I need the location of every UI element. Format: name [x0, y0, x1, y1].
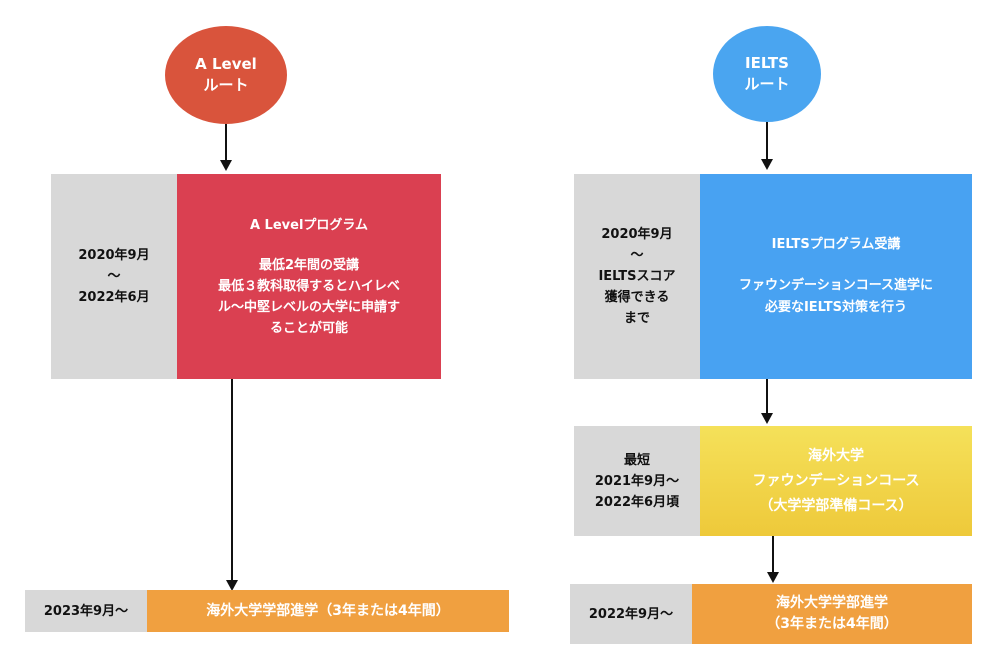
foundation-line: （大学学部準備コース）	[759, 497, 913, 514]
program-title: IELTSプログラム受講	[771, 237, 901, 252]
period-line: 2022年6月	[78, 290, 150, 305]
a-level-result-date: 2023年9月〜	[25, 590, 147, 632]
period-line: 最短	[623, 452, 650, 468]
a-level-program-box: A Levelプログラム 最低2年間の受講 最低３教科取得するとハイレベ ル〜中…	[177, 174, 441, 379]
program-desc-line: 必要なIELTS対策を行う	[764, 300, 908, 315]
period-line: 2020年9月	[78, 248, 150, 263]
a-level-route-title: A Level	[195, 55, 257, 73]
foundation-line: ファウンデーションコース	[752, 472, 920, 489]
result-date-text: 2022年9月〜	[588, 606, 674, 622]
connector-line	[225, 124, 227, 160]
result-label: 海外大学学部進学（3年または4年間）	[206, 602, 450, 619]
connector-line	[766, 122, 768, 159]
result-date-text: 2023年9月〜	[43, 603, 129, 619]
arrow-down-icon	[767, 572, 779, 583]
arrow-down-icon	[220, 160, 232, 171]
ielts-route-subtitle: ルート	[744, 75, 790, 93]
ielts-route-node: IELTS ルート	[713, 26, 821, 122]
program-desc-line: ル〜中堅レベルの大学に申請す	[217, 299, 400, 315]
arrow-down-icon	[761, 159, 773, 170]
period-line: 2020年9月	[601, 227, 673, 242]
arrow-down-icon	[761, 413, 773, 424]
foundation-course-box: 海外大学 ファウンデーションコース （大学学部準備コース）	[700, 426, 972, 536]
ielts-route-title: IELTS	[745, 54, 789, 72]
arrow-down-icon	[226, 580, 238, 591]
connector-line	[766, 379, 768, 413]
a-level-route-node: A Level ルート	[165, 26, 287, 124]
ielts-period-box: 2020年9月 〜 IELTSスコア 獲得できる まで	[574, 174, 700, 379]
foundation-period-box: 最短 2021年9月〜 2022年6月頃	[574, 426, 700, 536]
program-desc-line: 最低３教科取得するとハイレベ	[218, 278, 400, 294]
program-title: A Levelプログラム	[249, 217, 369, 233]
period-line: 〜	[107, 269, 121, 284]
period-line: 獲得できる	[604, 290, 670, 305]
program-desc-line: ることが可能	[269, 320, 348, 336]
ielts-program-box: IELTSプログラム受講 ファウンデーションコース進学に 必要なIELTS対策を…	[700, 174, 972, 379]
result-label: （3年または4年間）	[766, 616, 898, 632]
foundation-line: 海外大学	[808, 447, 864, 464]
period-line: 〜	[630, 248, 644, 263]
a-level-route-subtitle: ルート	[203, 76, 249, 94]
ielts-result-box: 海外大学学部進学 （3年または4年間）	[692, 584, 972, 644]
connector-line	[772, 536, 774, 572]
a-level-result-box: 海外大学学部進学（3年または4年間）	[147, 590, 509, 632]
connector-line	[231, 379, 233, 580]
result-label: 海外大学学部進学	[776, 595, 888, 611]
period-line: まで	[623, 311, 650, 326]
period-line: 2022年6月頃	[594, 494, 680, 510]
program-desc-line: ファウンデーションコース進学に	[738, 278, 934, 293]
program-desc-line: 最低2年間の受講	[258, 257, 360, 273]
period-line: IELTSスコア	[598, 269, 676, 284]
ielts-result-date: 2022年9月〜	[570, 584, 692, 644]
period-line: 2021年9月〜	[594, 473, 680, 489]
a-level-period-box: 2020年9月 〜 2022年6月	[51, 174, 177, 379]
